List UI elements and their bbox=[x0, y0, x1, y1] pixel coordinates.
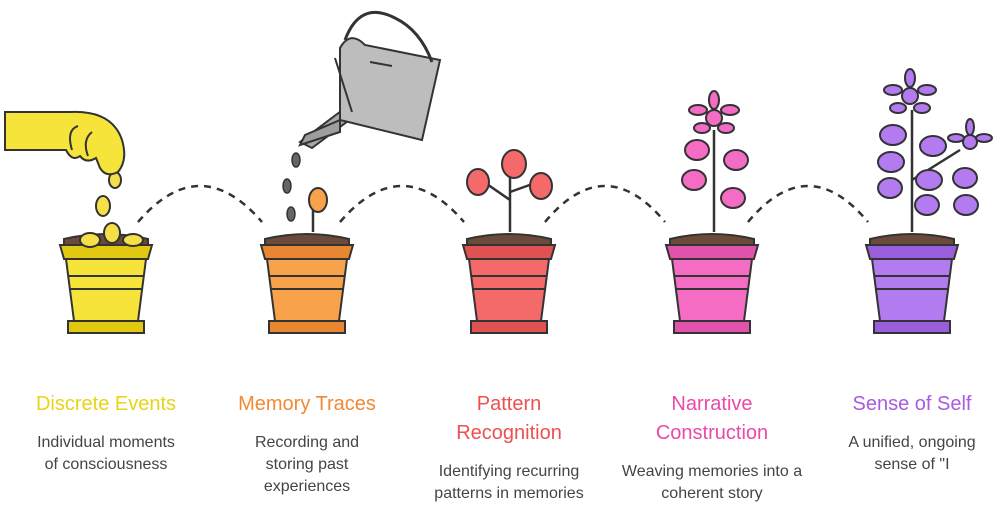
pot-2 bbox=[260, 233, 354, 334]
seeds bbox=[79, 171, 144, 248]
watering-can-icon bbox=[298, 10, 442, 150]
connector-4 bbox=[747, 184, 869, 223]
connector-1 bbox=[137, 184, 263, 223]
plant-icon bbox=[466, 149, 553, 232]
pot-3 bbox=[462, 233, 556, 334]
stage-description: A unified, ongoing sense of "I bbox=[848, 434, 976, 473]
hand-icon bbox=[4, 110, 126, 176]
flowering-plant-icon bbox=[681, 90, 749, 232]
sprout-icon bbox=[308, 187, 328, 232]
pot-1 bbox=[59, 233, 153, 334]
stage-title: Pattern Recognition bbox=[456, 393, 562, 444]
connector-arcs bbox=[137, 184, 869, 223]
connector-2 bbox=[339, 184, 465, 223]
stage-description: Individual moments of consciousness bbox=[37, 434, 175, 473]
water-drops bbox=[282, 152, 301, 222]
connector-3 bbox=[544, 184, 666, 223]
pot-5 bbox=[865, 233, 959, 334]
pot-4 bbox=[665, 233, 759, 334]
stage-description: Recording and storing past experiences bbox=[254, 434, 360, 495]
flowering-bush-icon bbox=[877, 68, 993, 232]
stage-description: Weaving memories into a coherent story bbox=[621, 463, 803, 502]
stage-title: Memory Traces bbox=[238, 393, 376, 415]
stage-title: Sense of Self bbox=[852, 393, 972, 415]
stage-description: Identifying recurring patterns in memori… bbox=[434, 463, 584, 502]
stage-title: Discrete Events bbox=[35, 393, 177, 415]
stage-title: Narrative Construction bbox=[655, 393, 769, 444]
